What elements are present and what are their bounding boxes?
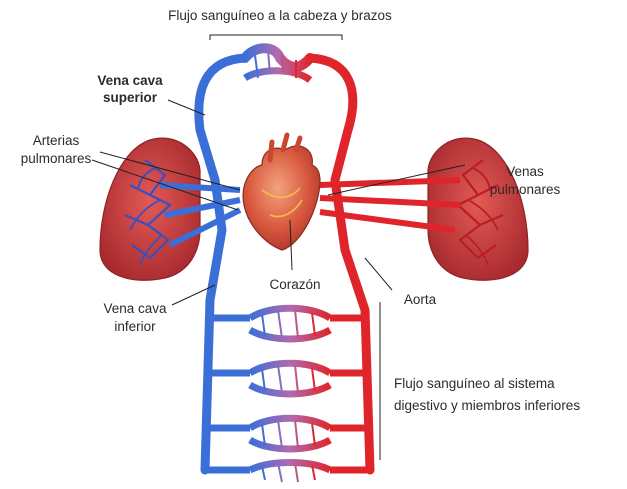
right-lung (428, 138, 528, 280)
capillary-bed-4 (250, 463, 330, 483)
label-arterias-pulmonares-line1: Arterias (33, 133, 80, 148)
label-arterias-pulmonares-line2: pulmonares (21, 151, 92, 166)
label-venas-pulmonares-line2: pulmonares (490, 182, 561, 197)
heart (243, 135, 320, 250)
label-venas-pulmonares-line1: Venas (506, 164, 544, 179)
label-lower-flow-line1: Flujo sanguíneo al sistema (394, 376, 555, 391)
capillary-bed-1 (250, 308, 330, 339)
label-vena-cava-inferior-line2: inferior (114, 319, 156, 334)
label-corazon: Corazón (269, 277, 320, 292)
capillary-bed-3 (250, 418, 330, 449)
capillary-head (245, 48, 310, 80)
label-lower-flow-line2: digestivo y miembros inferiores (394, 398, 580, 413)
label-vena-cava-superior-line1: Vena cava (97, 73, 163, 88)
label-head-arms-flow: Flujo sanguíneo a la cabeza y brazos (168, 8, 392, 23)
label-vena-cava-superior-line2: superior (103, 90, 158, 105)
label-aorta: Aorta (404, 292, 437, 307)
capillary-bed-2 (250, 363, 330, 394)
label-vena-cava-inferior-line1: Vena cava (103, 301, 167, 316)
